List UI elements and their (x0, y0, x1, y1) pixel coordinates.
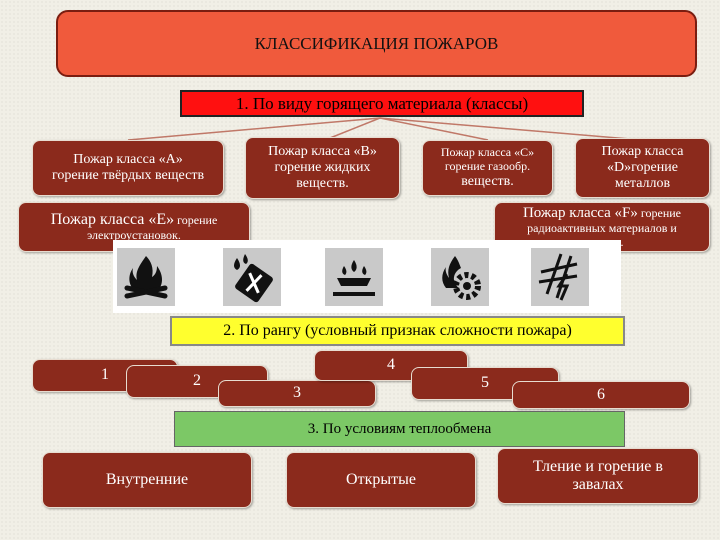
rank-3-label: 3 (293, 384, 301, 402)
rank-5-label: 5 (481, 374, 489, 392)
page-title-text: КЛАССИФИКАЦИЯ ПОЖАРОВ (254, 33, 499, 53)
metal-fire-icon (431, 248, 489, 306)
class-f-title-suffix: горение (637, 206, 682, 220)
section-1-header: 1. По виду горящего материала (классы) (180, 90, 584, 117)
rank-6-label: 6 (597, 385, 605, 403)
rank-4-label: 4 (387, 356, 395, 374)
open-fire-box: Открытые (286, 452, 476, 508)
section-2-text: 2. По рангу (условный признак сложности … (223, 322, 572, 339)
fire-class-icons (113, 240, 621, 313)
class-e-box: Пожар класса «Е» горение электроустаново… (18, 202, 250, 252)
class-c-title: Пожар класса «С» (440, 145, 535, 160)
class-c-desc1: горение газообр. (444, 158, 531, 173)
smoldering-fire-box: Тление и горение в завалах (497, 448, 699, 504)
class-e-title-suffix: горение (174, 212, 218, 227)
gas-fire-icon (325, 248, 383, 306)
class-d-desc2: металлов (614, 176, 671, 192)
rank-1-label: 1 (101, 366, 109, 384)
internal-fire-label: Внутренние (105, 470, 189, 488)
connector-d (379, 117, 643, 141)
section-2-header: 2. По рангу (условный признак сложности … (170, 316, 625, 346)
rank-6-box: 6 (512, 381, 690, 409)
section-3-text: 3. По условиям теплообмена (307, 420, 492, 437)
class-c-desc2: веществ. (461, 173, 514, 189)
rank-2-label: 2 (193, 372, 201, 390)
class-e-desc: электроустановок. (87, 228, 181, 243)
liquid-fire-icon (223, 248, 281, 306)
class-a-box: Пожар класса «А» горение твёрдых веществ (32, 140, 224, 196)
class-e-title-line: Пожар класса «Е» горение (51, 211, 218, 229)
page-title: КЛАССИФИКАЦИЯ ПОЖАРОВ (56, 10, 697, 77)
class-e-title: Пожар класса «Е» (50, 210, 175, 228)
smoldering-fire-label-2: завалах (572, 476, 624, 493)
connector-a (127, 117, 381, 141)
class-a-desc: горение твёрдых веществ (51, 168, 205, 183)
internal-fire-box: Внутренние (42, 452, 252, 508)
class-f-title-line: Пожар класса «F» горение (523, 204, 681, 222)
rank-3-box: 3 (218, 380, 376, 407)
class-d-desc1: «D»горение (607, 159, 678, 175)
class-b-desc2: веществ. (296, 176, 349, 192)
class-a-title: Пожар класса «А» (73, 151, 183, 167)
section-1-text: 1. По виду горящего материала (классы) (235, 93, 529, 113)
class-d-title: Пожар класса (601, 143, 684, 159)
class-c-box: Пожар класса «С» горение газообр. вещест… (422, 140, 553, 196)
class-b-box: Пожар класса «В» горение жидких веществ. (245, 137, 400, 199)
electrical-fire-icon (531, 248, 589, 306)
class-f-desc1: радиоактивных материалов и (527, 221, 677, 236)
class-b-desc1: горение жидких (274, 159, 371, 175)
class-d-box: Пожар класса «D»горение металлов (575, 138, 710, 198)
section-3-header: 3. По условиям теплообмена (174, 411, 625, 447)
smoldering-fire-label-1: Тление и горение в (533, 457, 663, 475)
connector-b (324, 117, 381, 141)
class-b-title: Пожар класса «В» (268, 143, 377, 159)
solid-fire-icon (117, 248, 175, 306)
connector-c (379, 117, 489, 141)
open-fire-label: Открытые (346, 470, 416, 488)
class-f-title: Пожар класса «F» (522, 205, 638, 221)
